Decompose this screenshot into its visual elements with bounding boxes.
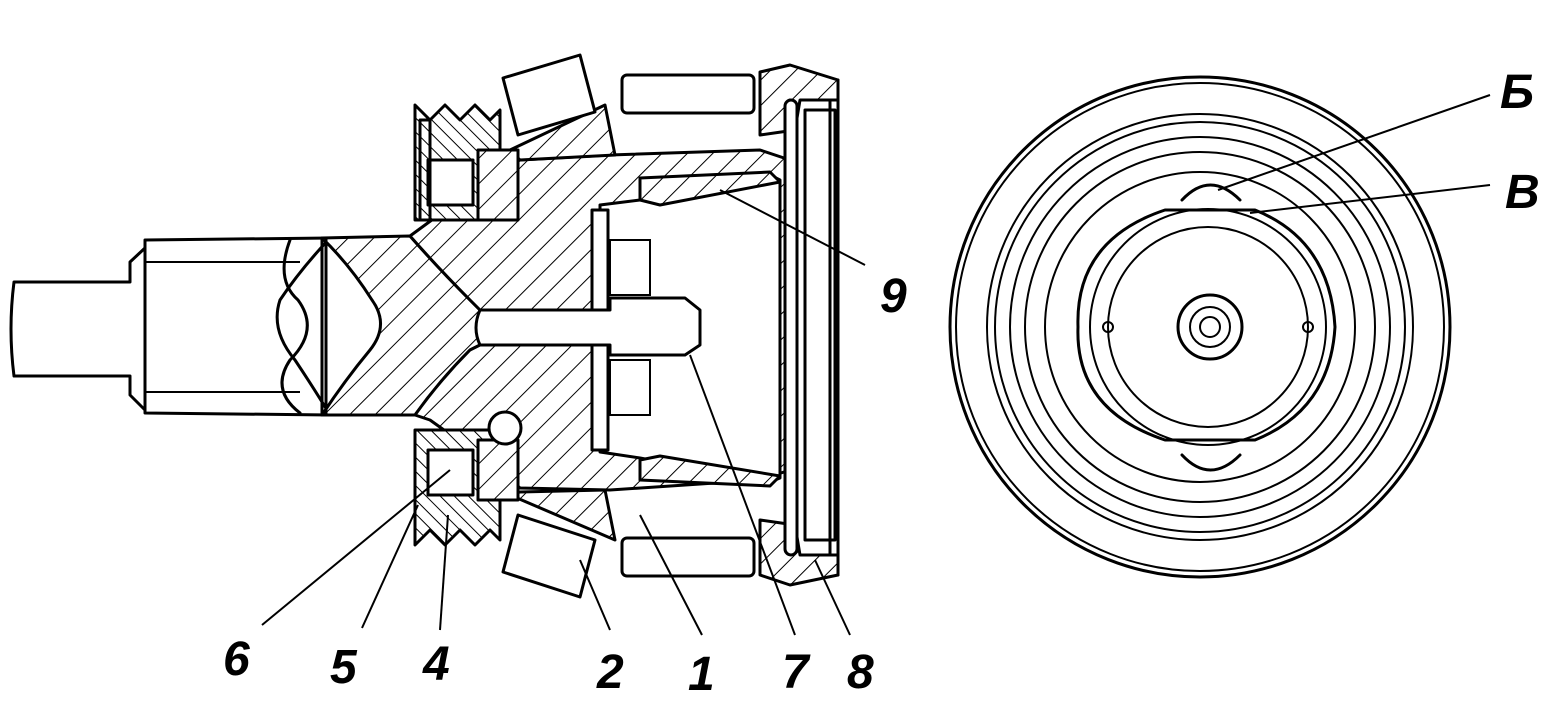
label-4: 4 bbox=[422, 638, 450, 691]
ball bbox=[487, 410, 523, 446]
inner-plate bbox=[1076, 208, 1337, 442]
label-2: 2 bbox=[596, 646, 624, 699]
center-hub bbox=[1176, 293, 1244, 361]
roller-top bbox=[501, 53, 597, 137]
label-1: 1 bbox=[688, 648, 715, 701]
cone-ring bbox=[638, 170, 782, 207]
front-view bbox=[948, 75, 1452, 579]
label-6: 6 bbox=[223, 633, 250, 686]
section-view bbox=[9, 53, 840, 599]
lug-top bbox=[1180, 183, 1242, 202]
shaft-stub bbox=[9, 246, 147, 412]
outer-roller-bottom bbox=[620, 536, 756, 578]
leader-lines bbox=[261, 94, 1491, 636]
label-5: 5 bbox=[330, 641, 358, 694]
outer-roller-top bbox=[620, 73, 756, 115]
roller-bottom bbox=[501, 513, 597, 599]
label-9: 9 bbox=[880, 270, 907, 323]
lug-bottom bbox=[1180, 453, 1242, 472]
shaft-body bbox=[143, 236, 332, 417]
label-B: Б bbox=[1500, 66, 1534, 119]
outer-cup bbox=[758, 63, 840, 137]
label-V: В bbox=[1505, 166, 1540, 219]
label-7: 7 bbox=[782, 646, 811, 699]
labels: 6 5 4 2 1 7 8 9 Б В bbox=[223, 66, 1540, 701]
outer-rim bbox=[948, 75, 1452, 579]
label-8: 8 bbox=[847, 646, 874, 699]
center-pin bbox=[474, 296, 702, 357]
